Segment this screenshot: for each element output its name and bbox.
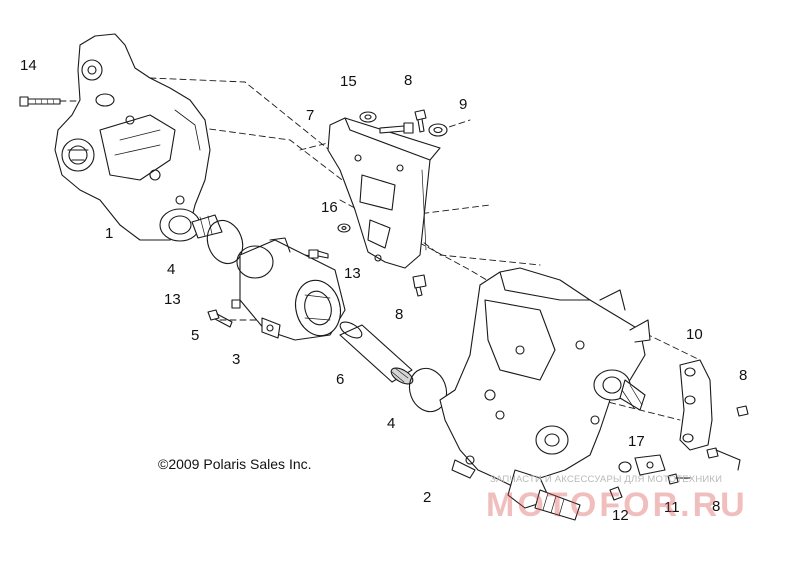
part-1-gearcase-left: [54, 33, 223, 242]
part-17-fitting: [618, 454, 666, 476]
part-5-bolt: [207, 309, 233, 328]
callout-6: 6: [336, 371, 345, 388]
part-9-washer: [428, 123, 448, 137]
callout-13: 13: [344, 265, 361, 282]
callout-17: 17: [628, 433, 645, 450]
callout-8: 8: [739, 367, 748, 384]
part-8-bolt-e: [706, 447, 741, 471]
copyright-text: ©2009 Polaris Sales Inc.: [158, 456, 312, 472]
callout-4: 4: [387, 415, 396, 432]
callout-11: 11: [664, 499, 680, 516]
callout-14: 14: [20, 57, 37, 74]
part-8-bolt-c: [412, 274, 427, 297]
callout-16: 16: [321, 199, 338, 216]
watermark-logo: MOTOFOR.RU: [486, 486, 748, 524]
part-3-coupler-housing: [236, 237, 346, 341]
part-14-bolt: [19, 96, 61, 107]
part-12-bolt: [609, 486, 623, 501]
part-8-bolt-b: [414, 109, 427, 133]
part-4-oring-upper: [206, 219, 244, 265]
part-10-bracket: [679, 359, 713, 451]
part-8-bolt-d: [736, 405, 749, 417]
callout-15: 15: [340, 73, 357, 90]
part-16-washer: [337, 223, 351, 233]
callout-7: 7: [306, 107, 315, 124]
callout-5: 5: [191, 327, 200, 344]
watermark-text: ЗАПЧАСТИ И АКСЕССУАРЫ ДЛЯ МОТОТЕХНИКИ: [490, 474, 723, 485]
callout-10: 10: [686, 326, 703, 343]
part-11-bolt: [667, 473, 691, 485]
callout-2: 2: [423, 489, 432, 506]
part-2-transmission: [439, 267, 651, 521]
callout-12: 12: [612, 507, 629, 524]
part-13-bolt-b: [231, 299, 241, 309]
callout-9: 9: [459, 96, 468, 113]
callout-13: 13: [164, 291, 181, 308]
callout-1: 1: [105, 225, 114, 242]
callout-4: 4: [167, 261, 176, 278]
callout-8: 8: [712, 498, 721, 515]
part-8-bolt-a: [379, 122, 414, 134]
callout-8: 8: [404, 72, 413, 89]
callout-3: 3: [232, 351, 241, 368]
part-7-bracket: [327, 117, 441, 269]
part-15-nut: [359, 111, 377, 123]
callout-8: 8: [395, 306, 404, 323]
part-6-shaft: [339, 321, 414, 385]
part-4-oring-lower: [408, 367, 448, 413]
part-13-bolt-a: [308, 249, 329, 259]
